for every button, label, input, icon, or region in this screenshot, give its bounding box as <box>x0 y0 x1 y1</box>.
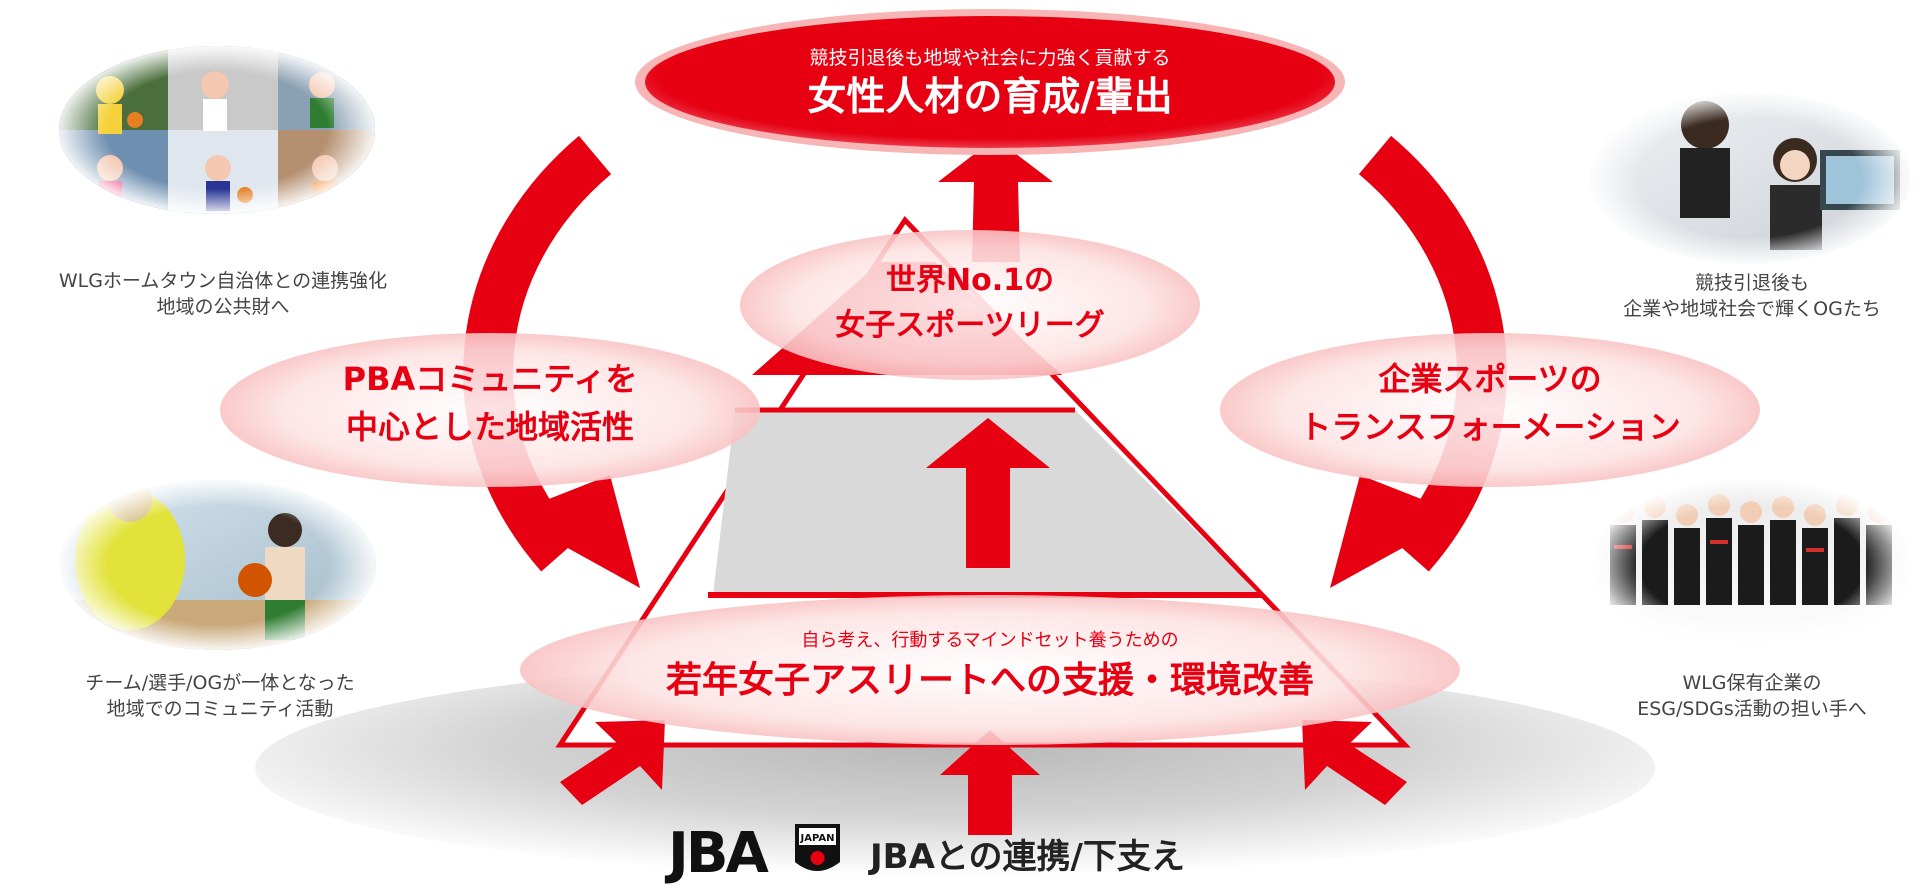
top-goal-ellipse: 競技引退後も地域や社会に力強く貢献する 女性人材の育成/輩出 <box>635 9 1345 155</box>
right-pillar-ellipse: 企業スポーツの トランスフォーメーション <box>1220 333 1760 487</box>
photo-youth-basketball <box>60 480 376 650</box>
caption-top-left: WLGホームタウン自治体との連携強化 地域の公共財へ <box>18 268 428 320</box>
right-pillar-line2: トランスフォーメーション <box>1299 408 1680 446</box>
league-line2: 女子スポーツリーグ <box>835 308 1104 343</box>
top-goal-subtitle: 競技引退後も地域や社会に力強く貢献する <box>809 47 1170 69</box>
base-up-arrow <box>940 730 1040 835</box>
left-pillar-line2: 中心とした地域活性 <box>346 408 634 446</box>
base-support-subtitle: 自ら考え、行動するマインドセット養うための <box>801 630 1178 651</box>
jba-logo-text: JBA <box>664 821 770 886</box>
right-corner-arrow <box>1302 720 1407 805</box>
caption-bottom-left-line2: 地域でのコミュニティ活動 <box>106 698 334 720</box>
caption-top-left-line1: WLGホームタウン自治体との連携強化 <box>58 270 388 292</box>
footer-label: JBAとの連携/下支え <box>868 837 1185 877</box>
left-corner-arrow <box>560 720 665 805</box>
japan-badge-icon: JAPAN <box>795 824 840 871</box>
caption-top-right: 競技引退後も 企業や地域社会で輝くOGたち <box>1592 270 1912 322</box>
caption-bottom-right-line1: WLG保有企業の <box>1682 672 1822 694</box>
caption-bottom-left-line1: チーム/選手/OGが一体となった <box>85 672 355 694</box>
caption-bottom-right-line2: ESG/SDGs活動の担い手へ <box>1637 698 1867 720</box>
photo-office-women <box>1590 93 1910 263</box>
caption-top-right-line2: 企業や地域社会で輝くOGたち <box>1623 298 1881 320</box>
base-support-title: 若年女子アスリートへの支援・環境改善 <box>666 660 1314 701</box>
left-pillar-ellipse: PBAコミュニティを 中心とした地域活性 <box>220 333 760 487</box>
caption-bottom-right: WLG保有企業の ESG/SDGs活動の担い手へ <box>1592 670 1912 722</box>
league-line1: 世界No.1の <box>886 263 1054 298</box>
japan-badge-text: JAPAN <box>800 833 835 844</box>
league-ellipse: 世界No.1の 女子スポーツリーグ <box>740 230 1200 380</box>
caption-top-left-line2: 地域の公共財へ <box>156 296 290 318</box>
right-pillar-line1: 企業スポーツの <box>1378 360 1601 398</box>
top-up-arrow <box>938 138 1053 262</box>
caption-top-right-line1: 競技引退後も <box>1694 272 1809 294</box>
jba-logo: JBA JAPAN <box>664 821 840 886</box>
caption-bottom-left: チーム/選手/OGが一体となった 地域でのコミュニティ活動 <box>30 670 410 722</box>
base-support-ellipse: 自ら考え、行動するマインドセット養うための 若年女子アスリートへの支援・環境改善 <box>520 595 1460 745</box>
photo-basketball-collage <box>59 46 375 214</box>
top-goal-title: 女性人材の育成/輩出 <box>807 75 1172 120</box>
pyramid-up-arrow <box>926 418 1050 568</box>
photo-team-players <box>1592 480 1912 650</box>
left-pillar-line1: PBAコミュニティを <box>343 360 638 398</box>
